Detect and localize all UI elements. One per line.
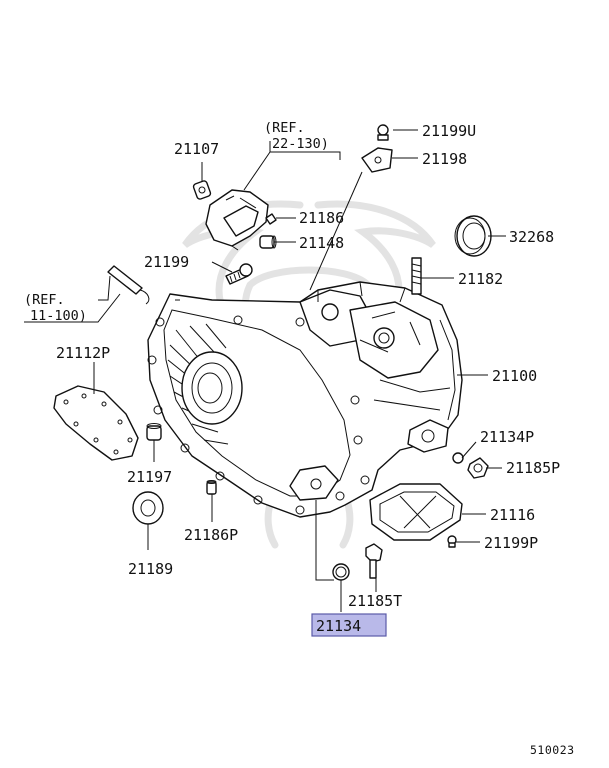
- label-21134[interactable]: 21134: [316, 617, 361, 635]
- diagram-code: 510023: [530, 743, 575, 757]
- transaxle-case[interactable]: [147, 281, 463, 518]
- part-21199-bolt[interactable]: [225, 263, 253, 285]
- label-21198[interactable]: 21198: [422, 150, 467, 168]
- ref-22-130-line1[interactable]: (REF.: [264, 120, 305, 136]
- label-21185T[interactable]: 21185T: [348, 592, 402, 610]
- label-21199[interactable]: 21199: [144, 253, 189, 271]
- part-21189-plug[interactable]: [132, 491, 164, 525]
- part-21198-bracket[interactable]: [361, 147, 393, 173]
- part-21199P-bolt[interactable]: [447, 535, 457, 548]
- part-21116-cover[interactable]: [369, 483, 463, 541]
- part-21199U-bolt[interactable]: [377, 124, 389, 141]
- ref-11-100-line1[interactable]: (REF.: [24, 292, 65, 308]
- part-21186P-pin[interactable]: [206, 480, 217, 495]
- leader-lines: [24, 129, 506, 612]
- label-21186P[interactable]: 21186P: [184, 526, 238, 544]
- label-32268[interactable]: 32268: [509, 228, 554, 246]
- select-lever-bracket[interactable]: [205, 189, 269, 247]
- label-21107[interactable]: 21107: [174, 140, 219, 158]
- part-21197-dowel[interactable]: [146, 423, 162, 441]
- part-21134P-gasket[interactable]: [452, 452, 464, 464]
- ref-22-130-line2[interactable]: 22-130): [272, 136, 329, 152]
- part-21107-sensor[interactable]: [192, 180, 212, 200]
- part-32268-oil-seal[interactable]: [454, 215, 492, 257]
- label-21112P[interactable]: 21112P: [56, 344, 110, 362]
- part-21185P-plug[interactable]: [467, 457, 489, 479]
- highlight-21134: [311, 613, 387, 637]
- label-21197[interactable]: 21197: [127, 468, 172, 486]
- label-21186[interactable]: 21186: [299, 209, 344, 227]
- ref-11-100-line2[interactable]: 11-100): [30, 308, 87, 324]
- clutch-release-fork[interactable]: [107, 265, 150, 305]
- part-21148-bushing[interactable]: [259, 235, 277, 249]
- label-21199U[interactable]: 21199U: [422, 122, 476, 140]
- label-21148[interactable]: 21148: [299, 234, 344, 252]
- label-21134P[interactable]: 21134P: [480, 428, 534, 446]
- part-21134-gasket[interactable]: [332, 563, 350, 581]
- part-21182-stud[interactable]: [411, 257, 422, 295]
- part-21186-pin[interactable]: [265, 213, 277, 225]
- label-21116[interactable]: 21116: [490, 506, 535, 524]
- label-21185P[interactable]: 21185P: [506, 459, 560, 477]
- label-21100[interactable]: 21100: [492, 367, 537, 385]
- part-21112P-cover[interactable]: [53, 385, 139, 461]
- part-21185T-plug[interactable]: [365, 543, 383, 579]
- part-labels: (REF. 22-130) 21107 21199U 21198 21186 2…: [24, 120, 575, 757]
- label-21199P[interactable]: 21199P: [484, 534, 538, 552]
- label-21182[interactable]: 21182: [458, 270, 503, 288]
- label-21189[interactable]: 21189: [128, 560, 173, 578]
